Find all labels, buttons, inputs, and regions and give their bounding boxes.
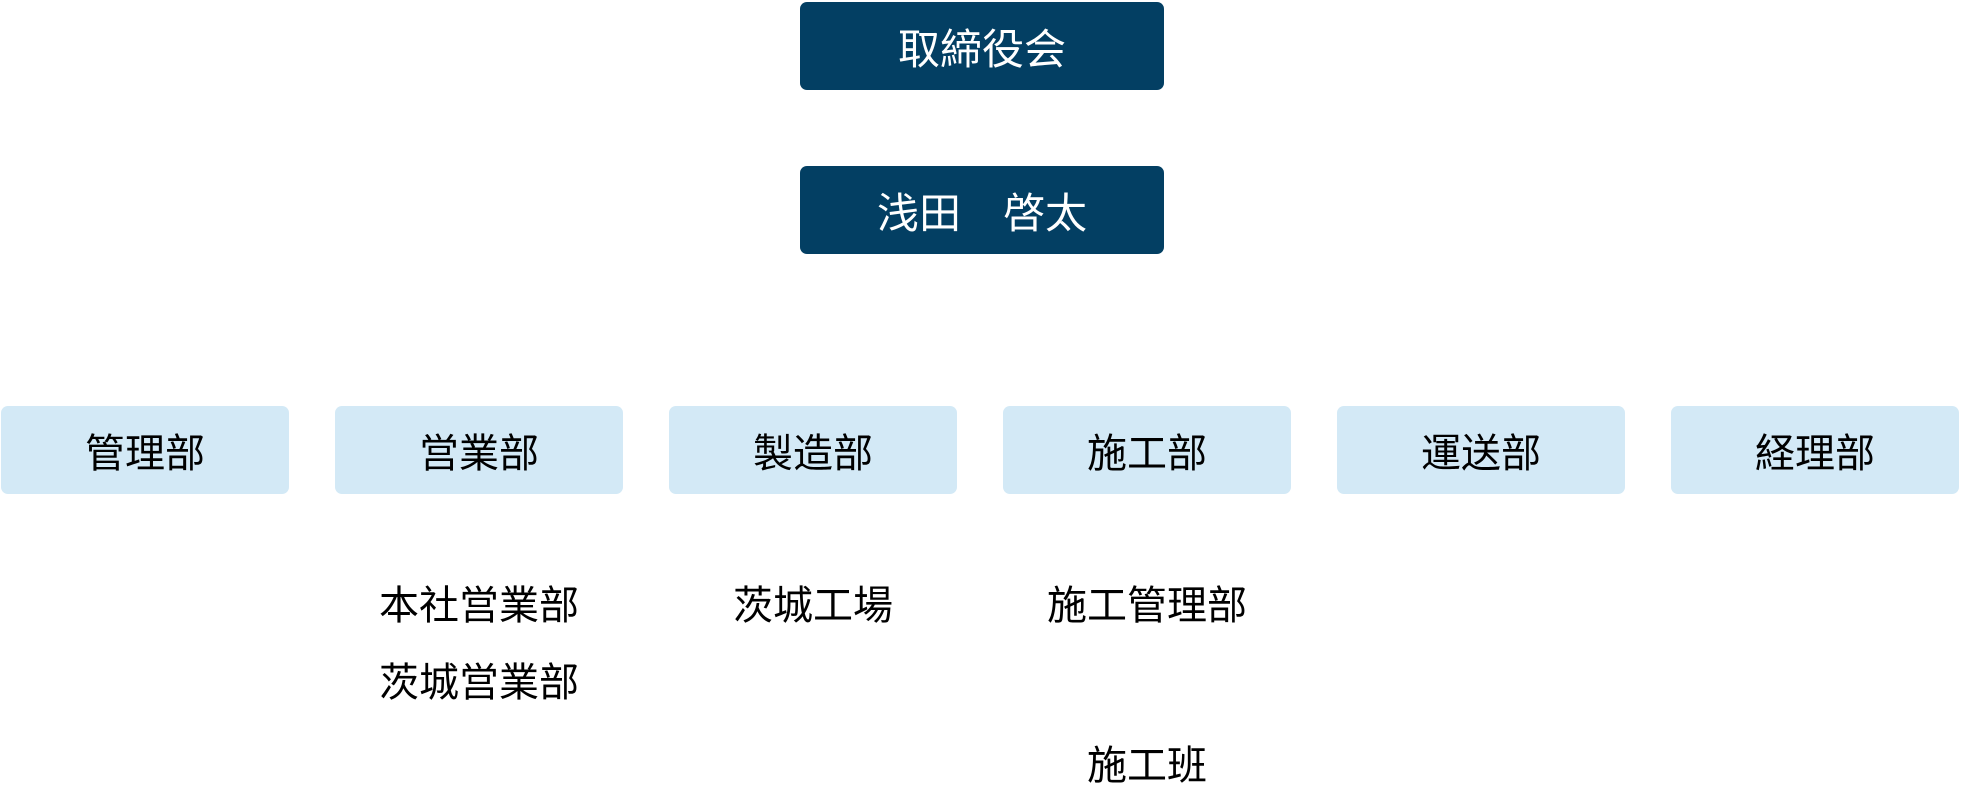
board-box: 取締役会: [800, 2, 1164, 90]
sub-unit-ibaraki-eigyo: 茨城営業部: [379, 660, 579, 706]
dept-box-seizo: 製造部: [669, 406, 957, 494]
dept-box-keiri: 経理部: [1671, 406, 1959, 494]
president-label: 浅田 啓太: [876, 188, 1087, 238]
sub-unit-ibaraki-kojo: 茨城工場: [733, 583, 893, 629]
board-label: 取締役会: [897, 24, 1066, 74]
dept-box-unso: 運送部: [1337, 406, 1625, 494]
sub-unit-seko-han: 施工班: [1087, 743, 1207, 789]
sub-unit-seko-kanri: 施工管理部: [1047, 583, 1247, 629]
dept-label-eigyo: 営業部: [419, 431, 539, 477]
dept-label-unso: 運送部: [1421, 431, 1541, 477]
dept-box-kanri: 管理部: [1, 406, 289, 494]
dept-label-seizo: 製造部: [753, 431, 873, 477]
sub-unit-honsha-eigyo: 本社営業部: [379, 583, 579, 629]
dept-box-seko: 施工部: [1003, 406, 1291, 494]
president-box: 浅田 啓太: [800, 166, 1164, 254]
dept-label-seko: 施工部: [1087, 431, 1207, 477]
dept-label-kanri: 管理部: [85, 431, 205, 477]
dept-label-keiri: 経理部: [1755, 431, 1875, 477]
dept-box-eigyo: 営業部: [335, 406, 623, 494]
